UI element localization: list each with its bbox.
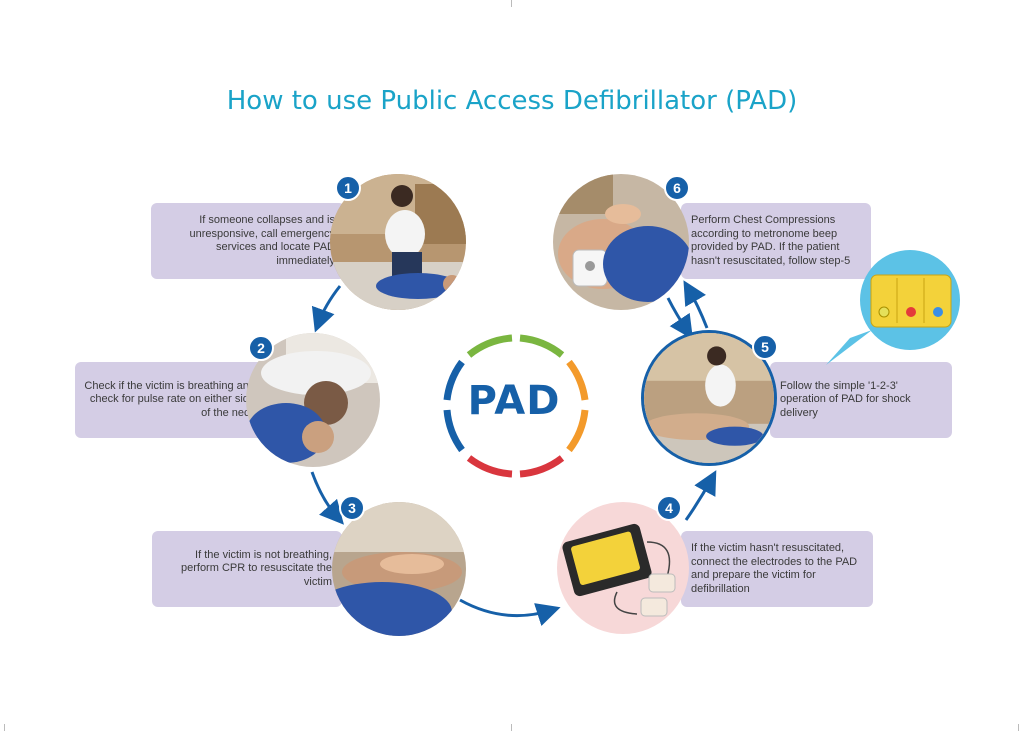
- arrow-3-to-4: [459, 598, 561, 626]
- arrow-2-to-3: [310, 471, 344, 525]
- step-6-badge: 6: [664, 175, 690, 201]
- step-4-box: If the victim hasn't resuscitated, conne…: [681, 531, 873, 607]
- step-6-photo: [553, 174, 689, 310]
- step-1-badge: 1: [335, 175, 361, 201]
- step-5-badge: 5: [752, 334, 778, 360]
- arrow-1-to-2: [311, 285, 342, 333]
- step-3-text: If the victim is not breathing, perform …: [180, 548, 332, 588]
- pad-ring: [443, 334, 589, 478]
- step-1-text: If someone collapses and is unresponsive…: [189, 214, 335, 267]
- step-2-text: Check if the victim is breathing and che…: [84, 379, 255, 419]
- crop-mark: [4, 724, 5, 731]
- step-4-text: If the victim hasn't resuscitated, conne…: [691, 542, 858, 595]
- step-3-box: If the victim is not breathing, perform …: [152, 531, 342, 607]
- crop-mark: [511, 724, 512, 731]
- crop-mark: [511, 0, 512, 7]
- pad-closeup-callout: [826, 250, 960, 365]
- step-1-box: If someone collapses and is unresponsive…: [151, 203, 345, 279]
- step-4-badge: 4: [656, 495, 682, 521]
- step-5-text: Follow the simple '1-2-3' operation of P…: [780, 379, 911, 419]
- arrow-4-to-5: [684, 470, 717, 521]
- step-3-photo: [332, 502, 466, 636]
- center-pad-label: PAD: [467, 378, 561, 424]
- step-2-box: Check if the victim is breathing and che…: [75, 362, 265, 438]
- arrow-5-to-6: [683, 280, 709, 329]
- step-3-badge: 3: [339, 495, 365, 521]
- page-title: How to use Public Access Defibrillator (…: [226, 86, 798, 116]
- crop-mark: [1018, 724, 1019, 731]
- step-4-photo: [557, 502, 689, 634]
- step-6-text: Perform Chest Compressions according to …: [691, 214, 851, 267]
- arrow-6-to-5: [666, 297, 693, 340]
- step-6-box: Perform Chest Compressions according to …: [681, 203, 871, 279]
- step-5-box: Follow the simple '1-2-3' operation of P…: [770, 362, 952, 438]
- step-2-badge: 2: [248, 335, 274, 361]
